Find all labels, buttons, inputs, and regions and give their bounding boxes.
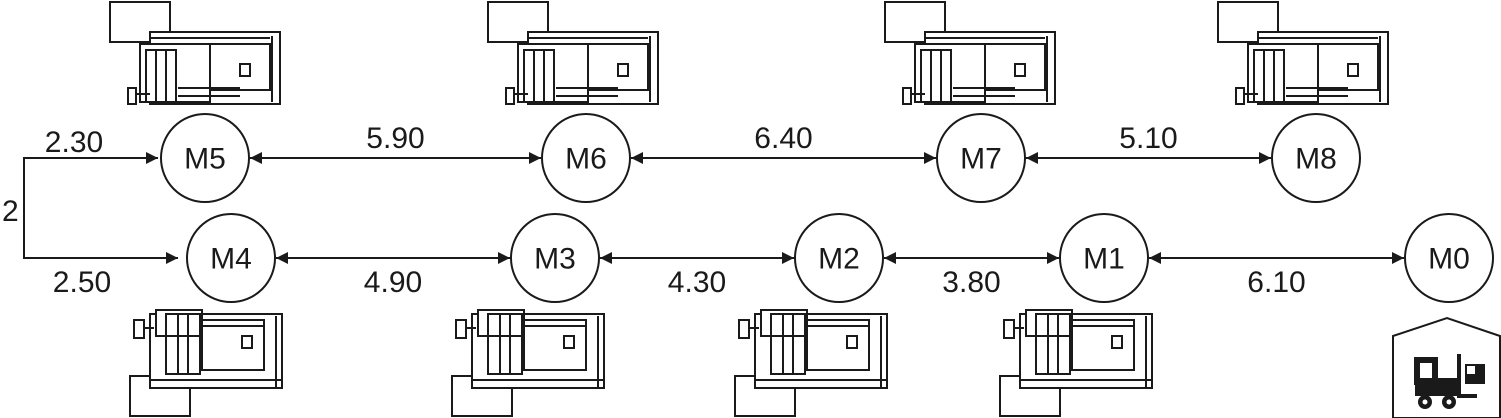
node-circle: [160, 113, 250, 203]
node-label: M7: [960, 143, 1002, 176]
distance-label-m6-m7: 6.40: [754, 122, 812, 155]
distance-label-m2-m1: 3.80: [942, 266, 1000, 299]
machine-nodes: M0 M1 M2 M3 M4 M5 M6 M7 M8: [160, 113, 1494, 303]
node-circle: [1404, 213, 1494, 303]
distance-label-m4-m3: 4.90: [364, 266, 422, 299]
node-circle: [794, 213, 884, 303]
distance-labels: 5.90 6.40 5.10 4.90 4.30 3.80 6.10: [364, 122, 1306, 299]
node-label: M2: [818, 243, 860, 276]
distance-label-bottom-connector: 2.50: [53, 266, 111, 299]
node-m5: M5: [160, 113, 250, 203]
machine-tool-icon: [109, 1, 281, 105]
node-circle: [541, 113, 631, 203]
machine-symbols: [109, 1, 1389, 417]
node-m7: M7: [936, 113, 1026, 203]
node-m3: M3: [510, 213, 600, 303]
node-m6: M6: [541, 113, 631, 203]
distance-label-vertical-connector: 2: [2, 195, 19, 228]
node-label: M0: [1428, 243, 1470, 276]
node-circle: [510, 213, 600, 303]
distance-label-m5-m6: 5.90: [366, 122, 424, 155]
connection-lines: [250, 152, 1404, 264]
machine-tool-icon: [451, 309, 605, 417]
machine-tool-icon: [884, 1, 1056, 105]
node-m1: M1: [1059, 213, 1149, 303]
node-label: M1: [1083, 243, 1125, 276]
distance-label-top-connector: 2.30: [45, 126, 103, 159]
node-label: M8: [1295, 143, 1337, 176]
distance-label-m3-m2: 4.30: [668, 266, 726, 299]
node-label: M3: [534, 243, 576, 276]
distance-label-m1-m0: 6.10: [1247, 266, 1305, 299]
node-circle: [1059, 213, 1149, 303]
machine-tool-icon: [1217, 1, 1389, 105]
node-label: M4: [210, 243, 252, 276]
node-m4: M4: [186, 213, 276, 303]
node-label: M6: [565, 143, 607, 176]
machine-tool-icon: [734, 309, 888, 417]
distance-label-m7-m8: 5.10: [1119, 122, 1177, 155]
node-m8: M8: [1271, 113, 1361, 203]
machine-tool-icon: [999, 309, 1153, 417]
node-m0: M0: [1404, 213, 1494, 303]
node-circle: [1271, 113, 1361, 203]
node-circle: [186, 213, 276, 303]
machine-tool-icon: [129, 309, 283, 417]
machine-tool-icon: [487, 1, 659, 105]
warehouse-forklift-icon: [1392, 316, 1501, 418]
node-label: M5: [184, 143, 226, 176]
node-m2: M2: [794, 213, 884, 303]
row-connector: 2.30 2 2.50: [2, 126, 178, 299]
node-circle: [936, 113, 1026, 203]
